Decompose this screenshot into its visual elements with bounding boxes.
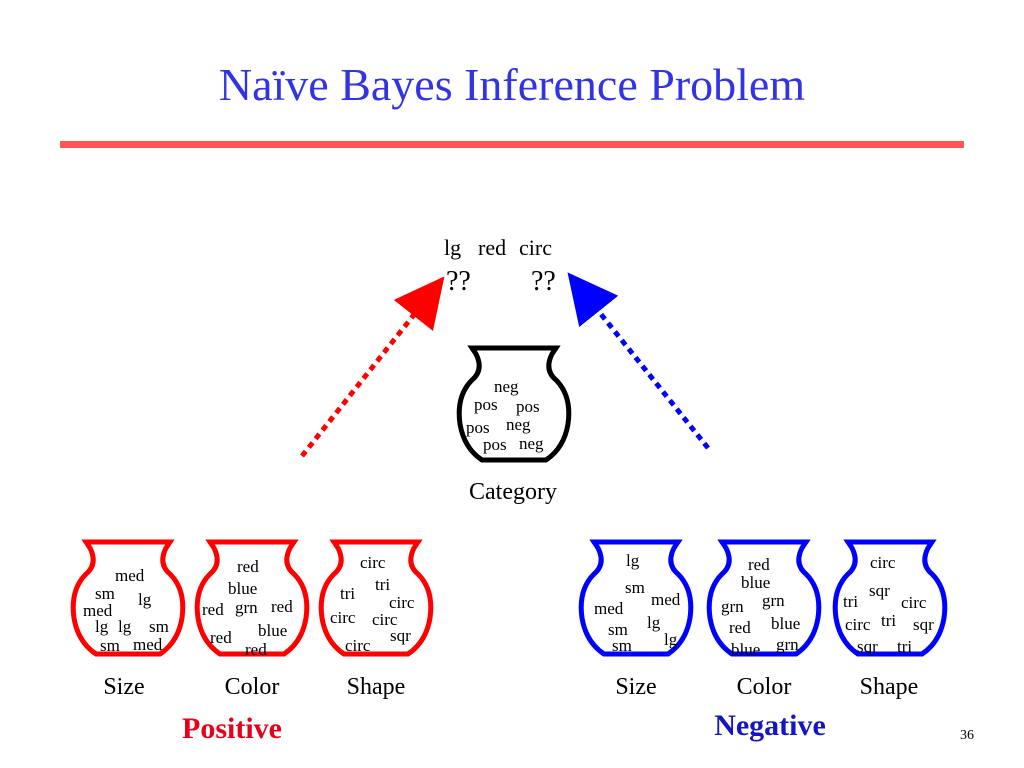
- title-rule: [60, 141, 964, 148]
- jar-item: lg: [664, 630, 678, 649]
- jar-item: lg: [118, 617, 132, 636]
- jar-item: sm: [95, 584, 115, 603]
- jar-item: sqr: [913, 615, 934, 634]
- jar-item: circ: [330, 608, 356, 627]
- negative-size-label: Size: [615, 674, 656, 700]
- category-item: neg: [506, 415, 531, 434]
- negative-size-jar: lg sm med med lg sm sm lg Size: [581, 542, 691, 700]
- jar-item: tri: [340, 584, 355, 603]
- negative-color-label: Color: [737, 674, 792, 700]
- jar-item: sqr: [390, 626, 411, 645]
- jar-item: red: [271, 597, 293, 616]
- jar-item: sqr: [869, 581, 890, 600]
- positive-size-label: Size: [103, 674, 144, 700]
- query-feature-size: lg: [444, 235, 461, 260]
- jar-item: med: [594, 599, 624, 618]
- jar-item: med: [115, 566, 145, 585]
- jar-item: tri: [843, 592, 858, 611]
- category-item: neg: [519, 434, 544, 453]
- jar-item: circ: [901, 593, 927, 612]
- positive-group-label: Positive: [182, 712, 282, 745]
- jar-item: red: [237, 557, 259, 576]
- category-item: pos: [474, 395, 498, 414]
- positive-arrow: [300, 276, 445, 458]
- jar-item: med: [133, 635, 163, 654]
- category-label: Category: [469, 479, 557, 505]
- negative-shape-jar: circ sqr tri circ circ tri sqr sqr tri S…: [835, 542, 945, 700]
- negative-shape-label: Shape: [860, 674, 919, 700]
- jar-item: sm: [612, 636, 632, 655]
- jar-item: med: [83, 601, 113, 620]
- jar-item: blue: [731, 640, 760, 659]
- category-jar: neg pos pos neg pos pos neg Category: [459, 348, 569, 505]
- jar-item: grn: [235, 598, 258, 617]
- jar-item: tri: [881, 611, 896, 630]
- category-item: pos: [516, 397, 540, 416]
- jar-item: circ: [372, 610, 398, 629]
- jar-item: circ: [360, 553, 386, 572]
- jar-item: blue: [258, 621, 287, 640]
- jar-item: lg: [647, 613, 661, 632]
- jar-item: grn: [776, 635, 799, 654]
- jar-item: sm: [608, 620, 628, 639]
- jar-item: sm: [100, 636, 120, 655]
- negative-color-jar: red blue grn grn red blue blue grn Color: [709, 542, 819, 700]
- jar-item: circ: [845, 615, 871, 634]
- page-number: 36: [960, 728, 974, 743]
- jar-item: tri: [897, 637, 912, 656]
- jar-item: lg: [138, 590, 152, 609]
- jar-item: circ: [870, 553, 896, 572]
- positive-color-label: Color: [225, 674, 280, 700]
- jar-item: red: [729, 618, 751, 637]
- jar-item: circ: [345, 636, 371, 655]
- positive-shape-jar: circ tri tri circ circ circ sqr circ Sha…: [321, 542, 431, 700]
- jar-item: circ: [389, 593, 415, 612]
- query-feature-color: red: [478, 235, 506, 260]
- query-group: lg red circ ?? ??: [444, 235, 556, 297]
- positive-size-jar: med sm lg med lg lg sm sm med Size: [73, 542, 183, 700]
- negative-group-label: Negative: [714, 709, 826, 742]
- query-unknown-left: ??: [446, 266, 471, 297]
- category-item: pos: [466, 418, 490, 437]
- positive-size-jar-outline: [73, 542, 183, 654]
- jar-item: tri: [375, 575, 390, 594]
- negative-arrow: [567, 272, 710, 450]
- jar-item: blue: [228, 579, 257, 598]
- jar-item: med: [651, 590, 681, 609]
- jar-item: red: [748, 555, 770, 574]
- positive-color-jar: red blue red grn red red blue red Color: [197, 542, 307, 700]
- jar-item: red: [202, 600, 224, 619]
- jar-item: lg: [95, 617, 109, 636]
- jar-item: red: [245, 640, 267, 659]
- jar-item: red: [210, 628, 232, 647]
- jar-item: grn: [762, 591, 785, 610]
- jar-item: grn: [721, 597, 744, 616]
- jar-item: blue: [771, 614, 800, 633]
- query-feature-shape: circ: [519, 235, 552, 260]
- slide-title: Naïve Bayes Inference Problem: [219, 59, 805, 110]
- query-unknown-right: ??: [531, 266, 556, 297]
- jar-item: sqr: [857, 637, 878, 656]
- jar-item: sm: [149, 617, 169, 636]
- category-item: pos: [483, 435, 507, 454]
- jar-item: lg: [626, 551, 640, 570]
- jar-item: sm: [625, 578, 645, 597]
- jar-item: blue: [741, 573, 770, 592]
- positive-shape-label: Shape: [347, 674, 406, 700]
- category-item: neg: [494, 377, 519, 396]
